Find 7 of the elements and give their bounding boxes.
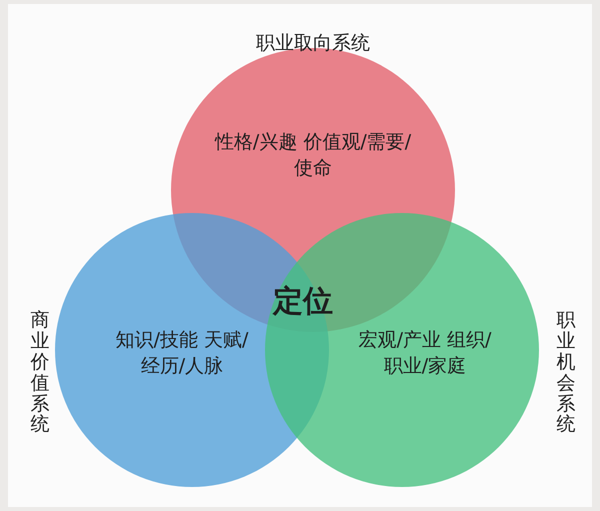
center-label: 定位 — [272, 283, 334, 321]
system-heading: 商业价值系统 — [30, 310, 50, 436]
factor-text: 性格/兴趣 价值观/需要/使命 — [214, 130, 412, 181]
factor-text: 知识/技能 天赋/经历/人脉 — [114, 328, 250, 379]
factor-text: 宏观/产业 组织/职业/家庭 — [358, 328, 492, 379]
system-heading: 职业机会系统 — [556, 310, 576, 436]
system-heading: 职业取向系统 — [255, 31, 371, 56]
